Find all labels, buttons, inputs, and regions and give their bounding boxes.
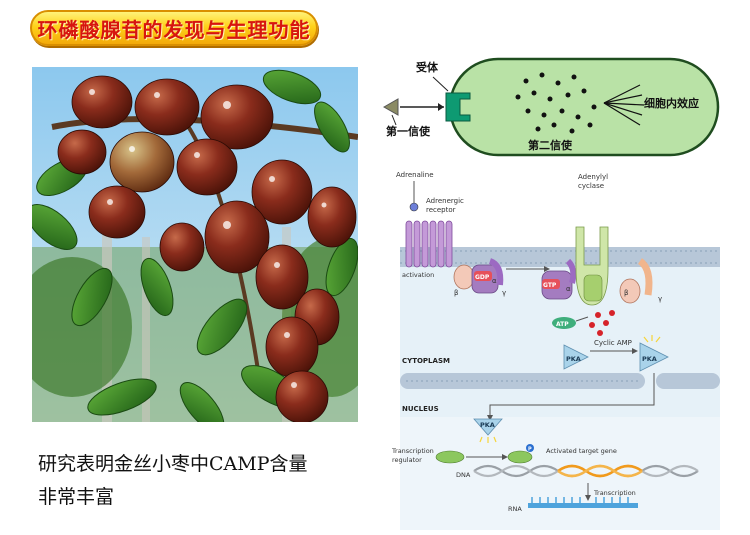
pka-activation-burst: [643, 335, 661, 343]
gtp-label: GTP: [543, 282, 557, 289]
dna-helix: [473, 464, 699, 478]
adenylyl-cyclase-label-line1: Adenylyl: [578, 173, 608, 181]
dna-label: DNA: [456, 471, 471, 479]
adenylyl-cyclase-label-line2: cyclase: [578, 182, 604, 190]
beta-label-1: β: [454, 289, 458, 297]
g-protein-gdp: [453, 258, 504, 294]
page-title: 环磷酸腺苷的发现与生理功能: [37, 17, 311, 42]
adrenaline-label: Adrenaline: [396, 171, 434, 179]
atp-badge: [552, 317, 576, 329]
adrenaline-molecule: [409, 202, 419, 212]
activation-label: activation: [402, 271, 434, 279]
receptor-label-line2: receptor: [426, 206, 456, 214]
nuclear-membrane: [400, 373, 720, 389]
camp-pathway-diagram: Adrenaline Adrenergic receptor activatio…: [378, 165, 728, 530]
pka-inactive: [563, 344, 589, 370]
transcription-regulator-label-line1: Transcription: [391, 447, 434, 455]
second-messenger-diagram: 受体 第一信使 第二信使 细胞内效应: [378, 55, 723, 160]
cyclic-amp-label: Cyclic AMP: [594, 339, 632, 347]
rna-strand: [528, 497, 638, 508]
receptor-shape: [445, 92, 471, 122]
alpha-label-2: α: [566, 285, 571, 293]
transcription-regulator-inactive: [435, 450, 465, 464]
jujube-photo: [32, 67, 358, 422]
receptor-label: 受体: [416, 60, 439, 74]
second-messenger-dots: [515, 72, 597, 134]
rna-label: RNA: [508, 505, 522, 513]
second-messenger-label: 第二信使: [528, 138, 573, 152]
caption-line-2: 非常丰富: [38, 486, 115, 508]
caption: 研究表明金丝小枣中CAMP含量 非常丰富: [38, 448, 358, 514]
transcription-regulator-label-line2: regulator: [392, 456, 422, 464]
cytoplasm-label: CYTOPLASM: [402, 357, 450, 365]
adrenergic-receptor: [405, 220, 453, 268]
gamma-label-2: γ: [658, 295, 662, 303]
pka-active: [639, 342, 669, 372]
transcription-regulator-active: [507, 450, 533, 464]
transcription-label: Transcription: [593, 489, 636, 497]
pka-label-3: PKA: [480, 421, 495, 429]
caption-line-1: 研究表明金丝小枣中CAMP含量: [38, 453, 308, 475]
atp-label: ATP: [556, 321, 569, 328]
beta-label-2: β: [624, 289, 628, 297]
jujube-illustration: [32, 67, 358, 422]
receptor-label-line1: Adrenergic: [426, 197, 464, 205]
gamma-label-1: γ: [502, 289, 506, 297]
pka-translocation-arrow: [489, 373, 655, 417]
target-gene-segment: [557, 464, 643, 478]
effect-arrows: [603, 84, 645, 126]
title-banner: 环磷酸腺苷的发现与生理功能: [30, 10, 318, 46]
alpha-label-1: α: [492, 277, 497, 285]
pka-nuclear: [473, 418, 503, 436]
pka-label-2: PKA: [642, 355, 657, 363]
phosphate-icon: [526, 444, 534, 452]
first-messenger-icon: [382, 98, 399, 116]
adenylyl-cyclase: [575, 226, 609, 306]
g-protein-inactive: [619, 258, 653, 304]
nucleus-label: NUCLEUS: [402, 405, 439, 413]
gdp-label: GDP: [475, 274, 490, 281]
phosphate-label: P: [528, 447, 532, 453]
g-protein-gtp: [541, 258, 577, 300]
activated-gene-label: Activated target gene: [546, 447, 617, 455]
first-messenger-label: 第一信使: [386, 124, 431, 138]
intracellular-effect-label: 细胞内效应: [644, 96, 699, 110]
cyclic-amp-molecules: [589, 310, 615, 336]
pka-label-1: PKA: [566, 355, 581, 363]
